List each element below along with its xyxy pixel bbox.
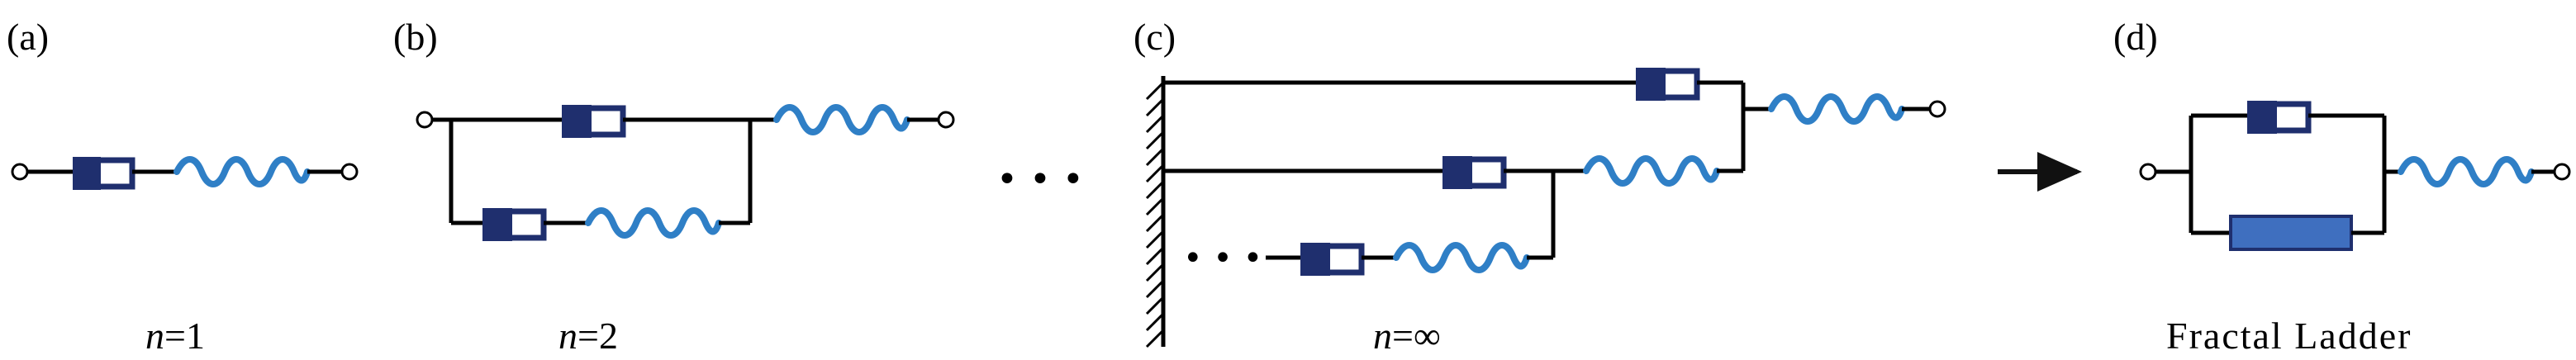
panel-c-caption: n=∞ [1373, 315, 1441, 357]
terminal-node-icon [2139, 163, 2157, 181]
panel-b: (b) n=2 [393, 16, 955, 357]
ellipsis-inner: • • • [1183, 239, 1262, 277]
spring-icon [173, 156, 311, 187]
panel-b-label: (b) [393, 16, 438, 58]
spring-icon [1583, 155, 1720, 187]
dashpot-icon [1636, 68, 1700, 101]
dashpot-icon [1442, 156, 1507, 189]
panel-b-caption: n=2 [558, 315, 618, 357]
panel-a-caption: n=1 [145, 315, 205, 357]
ellipsis-between: • • • [996, 159, 1084, 201]
dashpot-icon [73, 157, 135, 190]
dashpot-icon [482, 208, 547, 241]
terminal-node-icon [1928, 100, 1946, 118]
panel-c-label: (c) [1134, 16, 1176, 58]
dashpot-icon [1300, 243, 1365, 276]
spring-icon [1393, 242, 1530, 273]
terminal-node-icon [416, 111, 434, 129]
panel-d-caption: Fractal Ladder [2166, 315, 2412, 357]
terminal-node-icon [340, 163, 359, 181]
panel-a-label: (a) [7, 16, 49, 58]
ground-wall-icon [1145, 76, 1166, 348]
spring-icon [585, 207, 722, 239]
dashpot-icon [2247, 101, 2312, 134]
spring-icon [1768, 93, 1905, 125]
fractal-element-icon [2229, 215, 2353, 251]
panel-d-label: (d) [2113, 16, 2158, 58]
terminal-node-icon [2553, 163, 2571, 181]
panel-a: (a) n=1 [7, 16, 359, 357]
dashpot-icon [562, 105, 626, 138]
spring-icon [773, 104, 910, 135]
panel-c: (c) [1134, 16, 1946, 357]
terminal-node-icon [11, 163, 29, 181]
panel-d: (d) Fractal Ladder [2113, 16, 2571, 357]
spring-icon [2398, 156, 2535, 187]
terminal-node-icon [937, 111, 955, 129]
